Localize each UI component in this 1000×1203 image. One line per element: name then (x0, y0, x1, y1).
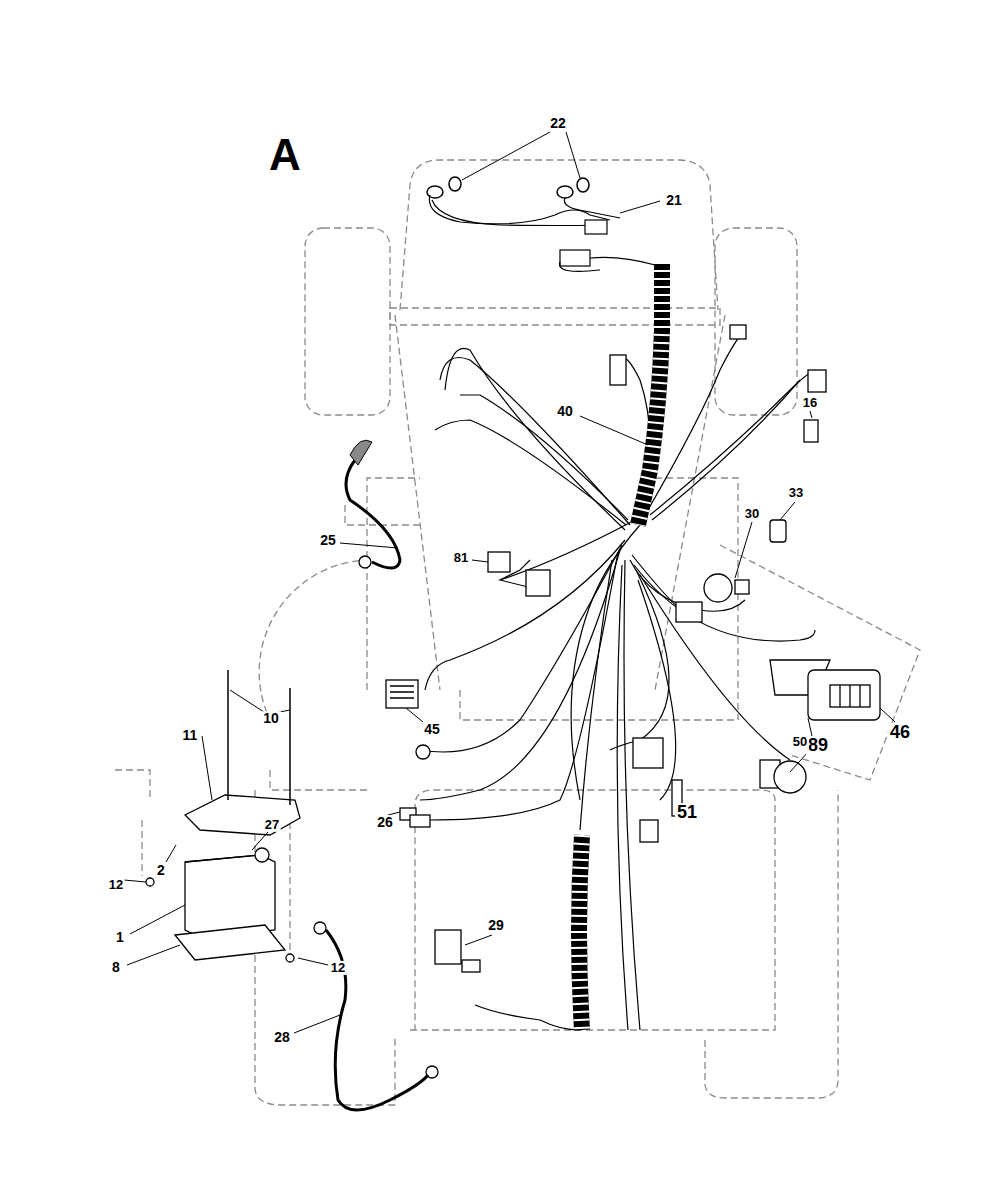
tractor-outline (115, 160, 920, 1105)
rods (228, 670, 290, 805)
callout-number: 25 (318, 533, 338, 548)
harness-coil (579, 262, 662, 1030)
callout-number: 16 (801, 396, 819, 410)
callout-number: 45 (422, 722, 442, 737)
wire-harness (420, 195, 815, 1030)
callout-number: 11 (181, 728, 200, 743)
callout-number: 81 (452, 551, 470, 565)
headlights (427, 177, 589, 198)
callout-number: 12 (107, 878, 125, 892)
callout-number: 27 (263, 818, 281, 832)
callout-number: 46 (888, 723, 912, 743)
callout-number: 10 (261, 711, 281, 726)
callout-number: 40 (555, 404, 575, 419)
callout-number: 50 (791, 735, 809, 749)
callout-number: 28 (272, 1030, 292, 1045)
callout-number: 30 (743, 507, 761, 521)
callout-number: 1 (114, 930, 126, 945)
leader-lines (124, 132, 895, 1033)
battery-cables (326, 460, 428, 1110)
callout-number: 22 (548, 116, 568, 131)
section-letter: A (269, 133, 301, 177)
callout-number: 26 (375, 815, 395, 830)
terminal-boot (350, 440, 372, 465)
callout-number: 12 (329, 961, 347, 975)
callout-number: 89 (806, 736, 830, 756)
callout-number: 51 (675, 803, 699, 823)
callout-number: 21 (664, 193, 684, 208)
callout-number: 8 (110, 960, 122, 975)
callout-number: 29 (486, 918, 506, 933)
components (146, 325, 880, 1078)
callout-number: 2 (155, 863, 167, 878)
callout-number: 33 (787, 486, 805, 500)
